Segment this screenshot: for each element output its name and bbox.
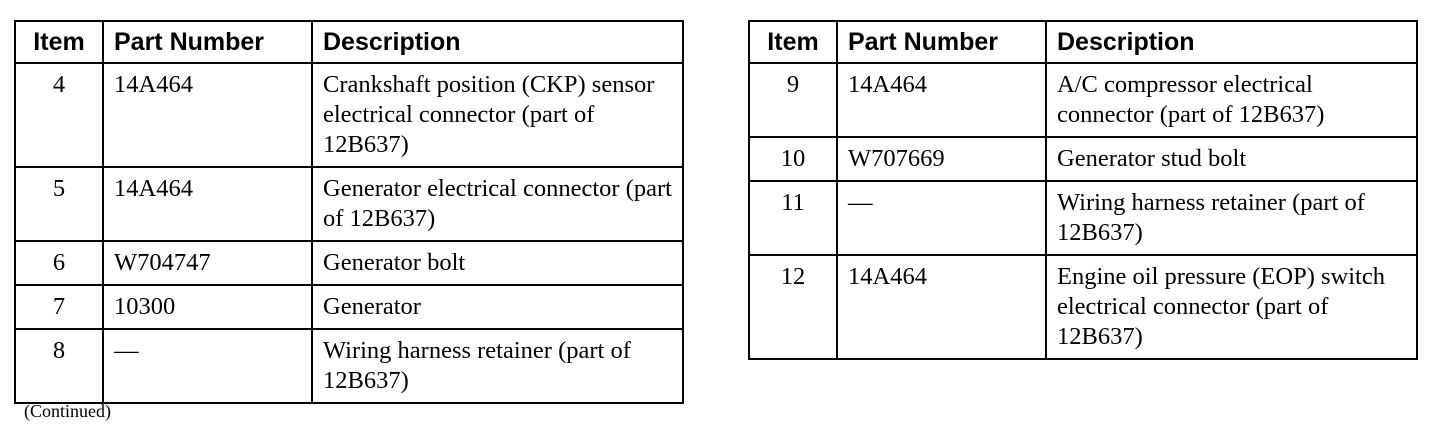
part-number-cell: 14A464 xyxy=(836,254,1047,360)
table-row: 12 14A464 Engine oil pressure (EOP) swit… xyxy=(748,254,1418,360)
table-row: 4 14A464 Crankshaft position (CKP) senso… xyxy=(14,62,684,168)
description-cell: Crankshaft position (CKP) sensor electri… xyxy=(311,62,684,168)
table-row: 8 — Wiring harness retainer (part of 12B… xyxy=(14,328,684,404)
item-cell: 4 xyxy=(14,62,104,168)
item-cell: 12 xyxy=(748,254,838,360)
item-cell: 7 xyxy=(14,284,104,330)
part-number-cell: 14A464 xyxy=(836,62,1047,138)
part-number-cell: — xyxy=(102,328,313,404)
description-cell: Engine oil pressure (EOP) switch electri… xyxy=(1045,254,1418,360)
item-cell: 8 xyxy=(14,328,104,404)
table-row: 5 14A464 Generator electrical connector … xyxy=(14,166,684,242)
header-description: Description xyxy=(1045,20,1418,64)
header-row: Item Part Number Description xyxy=(14,20,684,64)
description-cell: A/C compressor electrical connector (par… xyxy=(1045,62,1418,138)
item-cell: 10 xyxy=(748,136,838,182)
item-cell: 11 xyxy=(748,180,838,256)
header-description: Description xyxy=(311,20,684,64)
table-row: 9 14A464 A/C compressor electrical conne… xyxy=(748,62,1418,138)
item-cell: 9 xyxy=(748,62,838,138)
description-cell: Generator bolt xyxy=(311,240,684,286)
description-cell: Generator xyxy=(311,284,684,330)
description-cell: Generator stud bolt xyxy=(1045,136,1418,182)
header-item: Item xyxy=(748,20,838,64)
header-item: Item xyxy=(14,20,104,64)
description-cell: Wiring harness retainer (part of 12B637) xyxy=(311,328,684,404)
table-row: 7 10300 Generator xyxy=(14,284,684,330)
parts-table-right: Item Part Number Description 9 14A464 A/… xyxy=(748,20,1418,360)
part-number-cell: 14A464 xyxy=(102,62,313,168)
header-row: Item Part Number Description xyxy=(748,20,1418,64)
continued-note: (Continued) xyxy=(24,401,111,421)
part-number-cell: 10300 xyxy=(102,284,313,330)
description-cell: Generator electrical connector (part of … xyxy=(311,166,684,242)
parts-table-left: Item Part Number Description 4 14A464 Cr… xyxy=(14,20,684,404)
item-cell: 6 xyxy=(14,240,104,286)
part-number-cell: — xyxy=(836,180,1047,256)
part-number-cell: 14A464 xyxy=(102,166,313,242)
part-number-cell: W704747 xyxy=(102,240,313,286)
description-cell: Wiring harness retainer (part of 12B637) xyxy=(1045,180,1418,256)
table-row: 6 W704747 Generator bolt xyxy=(14,240,684,286)
part-number-cell: W707669 xyxy=(836,136,1047,182)
table-row: 11 — Wiring harness retainer (part of 12… xyxy=(748,180,1418,256)
item-cell: 5 xyxy=(14,166,104,242)
header-part-number: Part Number xyxy=(836,20,1047,64)
table-row: 10 W707669 Generator stud bolt xyxy=(748,136,1418,182)
header-part-number: Part Number xyxy=(102,20,313,64)
